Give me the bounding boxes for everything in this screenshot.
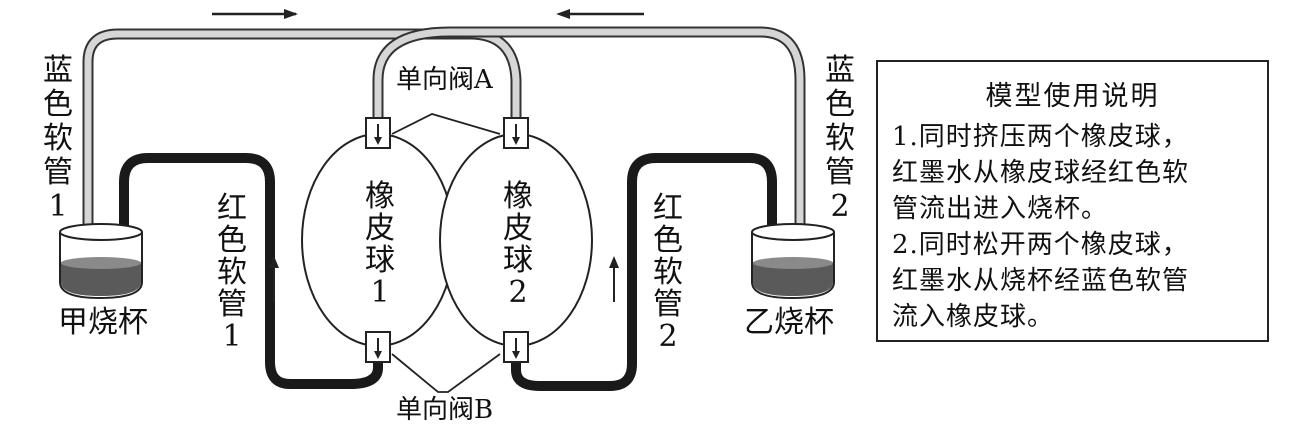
beaker-yi (751, 223, 835, 300)
blue-tube-1-char: 蓝 (43, 53, 73, 88)
blue-tube-1-char: 软 (43, 121, 73, 156)
valve-b-ball-2 (503, 331, 529, 363)
ball-2-char: 2 (508, 275, 527, 310)
beaker-yi-label: 乙烧杯 (744, 305, 834, 340)
blue-tube-2-char: 色 (825, 87, 855, 122)
red-tube-1 (119, 153, 383, 389)
red-tube-1-char: 1 (222, 319, 241, 354)
red-tube-1-char: 管 (217, 287, 247, 322)
instructions-line-5: 红墨水从烧杯经蓝色软管 (892, 266, 1190, 296)
instructions-line-2: 红墨水从橡皮球经红色软 (892, 158, 1190, 188)
valve-a-ball-1 (365, 117, 391, 149)
blue-tube-2-char: 蓝 (825, 53, 855, 88)
blue-tube-1-char: 管 (43, 155, 73, 190)
red-tube-1-char: 红 (217, 191, 247, 226)
beaker-jia-label: 甲烧杯 (58, 305, 148, 340)
ball-1-char: 橡 (365, 179, 395, 214)
top-flow-arrow-left (556, 9, 644, 19)
blue-tube-2-char: 软 (825, 121, 855, 156)
blue-tube-2-char: 2 (830, 189, 849, 224)
ball-1-char: 皮 (365, 211, 395, 246)
instructions-line-3: 管流出进入烧杯。 (892, 194, 1109, 224)
ball-1-char: 1 (370, 275, 389, 310)
red-tube-2-flow-arrow (609, 256, 619, 302)
blue-tube-1-char: 1 (48, 189, 67, 224)
valve-a-ball-2 (503, 117, 529, 149)
red-tube-2-char: 软 (653, 255, 683, 290)
ball-1-char: 球 (365, 243, 395, 278)
red-tube-2-char: 管 (653, 287, 683, 322)
instructions-line-4: 2.同时松开两个橡皮球， (892, 230, 1189, 260)
red-tube-2-char: 2 (658, 319, 677, 354)
valve-b-leader-lines (391, 353, 501, 393)
red-tube-2-char: 红 (653, 191, 683, 226)
ball-2-char: 橡 (503, 179, 533, 214)
red-tube-1-char: 软 (217, 255, 247, 290)
red-tube-1-flow-arrow (269, 256, 279, 302)
ball-2-char: 球 (503, 243, 533, 278)
instructions-title: 模型使用说明 (985, 81, 1160, 112)
red-tube-2-char: 色 (653, 223, 683, 258)
beaker-jia (59, 223, 143, 300)
ball-2-char: 皮 (503, 211, 533, 246)
valve-a-label: 单向阀A (396, 65, 494, 95)
blue-tube-1-char: 色 (43, 87, 73, 122)
top-flow-arrow-right (212, 9, 298, 19)
valve-b-label: 单向阀B (396, 395, 493, 425)
valve-a-leader-lines (391, 113, 501, 135)
red-tube-1-char: 色 (217, 223, 247, 258)
valve-b-ball-1 (365, 331, 391, 363)
instructions-line-6: 流入橡皮球。 (892, 302, 1055, 332)
model-instructions-box: 模型使用说明 1.同时挤压两个橡皮球， 红墨水从橡皮球经红色软 管流出进入烧杯。… (876, 60, 1269, 342)
blue-tube-2-char: 管 (825, 155, 855, 190)
blue-tube-2 (372, 26, 806, 271)
instructions-line-1: 1.同时挤压两个橡皮球， (892, 122, 1189, 152)
red-tube-2 (511, 153, 777, 391)
